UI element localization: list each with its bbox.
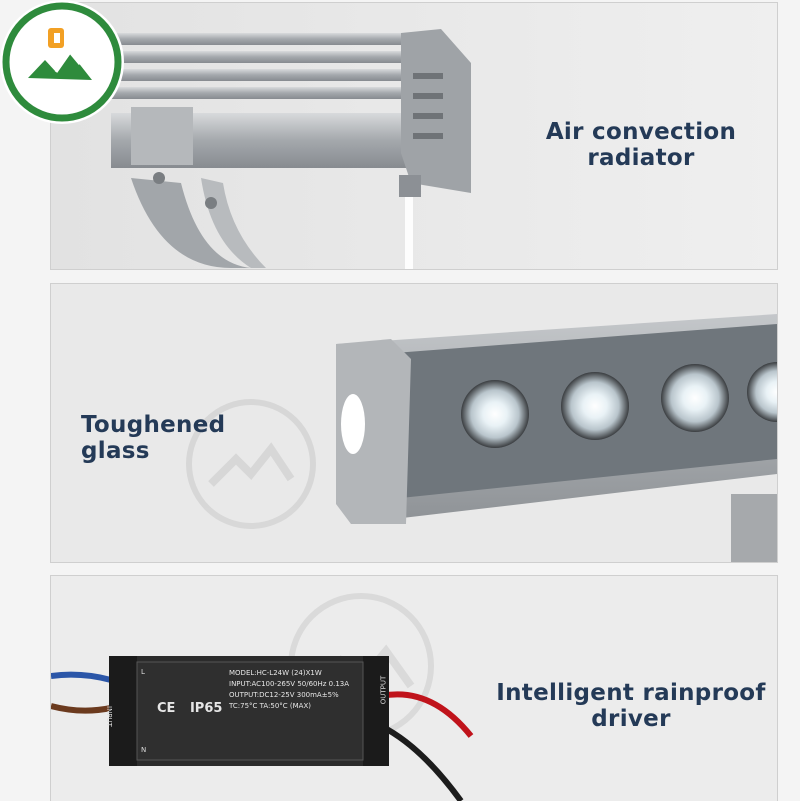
panel-glass: Toughened glass (50, 283, 778, 563)
caption-radiator-line1: Air convection (545, 119, 737, 145)
driver-tc-text: TC:75°C TA:50°C (MAX) (229, 702, 311, 710)
driver-output-text: OUTPUT:DC12-25V 300mA±5% (229, 691, 339, 699)
driver-input-side-label: INPUT (105, 706, 113, 727)
ip65-mark: IP65 (189, 701, 223, 716)
ce-mark: CE (157, 701, 176, 716)
led-lenses (461, 362, 777, 448)
watermark-logo-icon (186, 399, 316, 529)
caption-radiator-line2: radiator (587, 145, 695, 171)
radiator-photo (51, 3, 777, 269)
logo-icon (0, 0, 124, 124)
caption-driver-line1: Intelligent rainproof (496, 680, 766, 706)
driver-output-side-label: OUTPUT (379, 675, 388, 705)
panel-driver: MODEL:HC-L24W (24)X1W INPUT:AC100-265V 5… (50, 575, 778, 801)
driver-input-text: INPUT:AC100-265V 50/60Hz 0.13A (229, 680, 350, 688)
caption-glass: Toughened glass (81, 412, 226, 464)
driver-model-text: MODEL:HC-L24W (24)X1W (229, 669, 322, 677)
caption-driver-line2: driver (591, 706, 671, 732)
driver-photo (51, 576, 777, 801)
driver-l-terminal: L (141, 668, 145, 676)
glass-photo (51, 284, 777, 562)
driver-n-terminal: N (141, 746, 147, 754)
panel-radiator: Air convection radiator (50, 2, 778, 270)
